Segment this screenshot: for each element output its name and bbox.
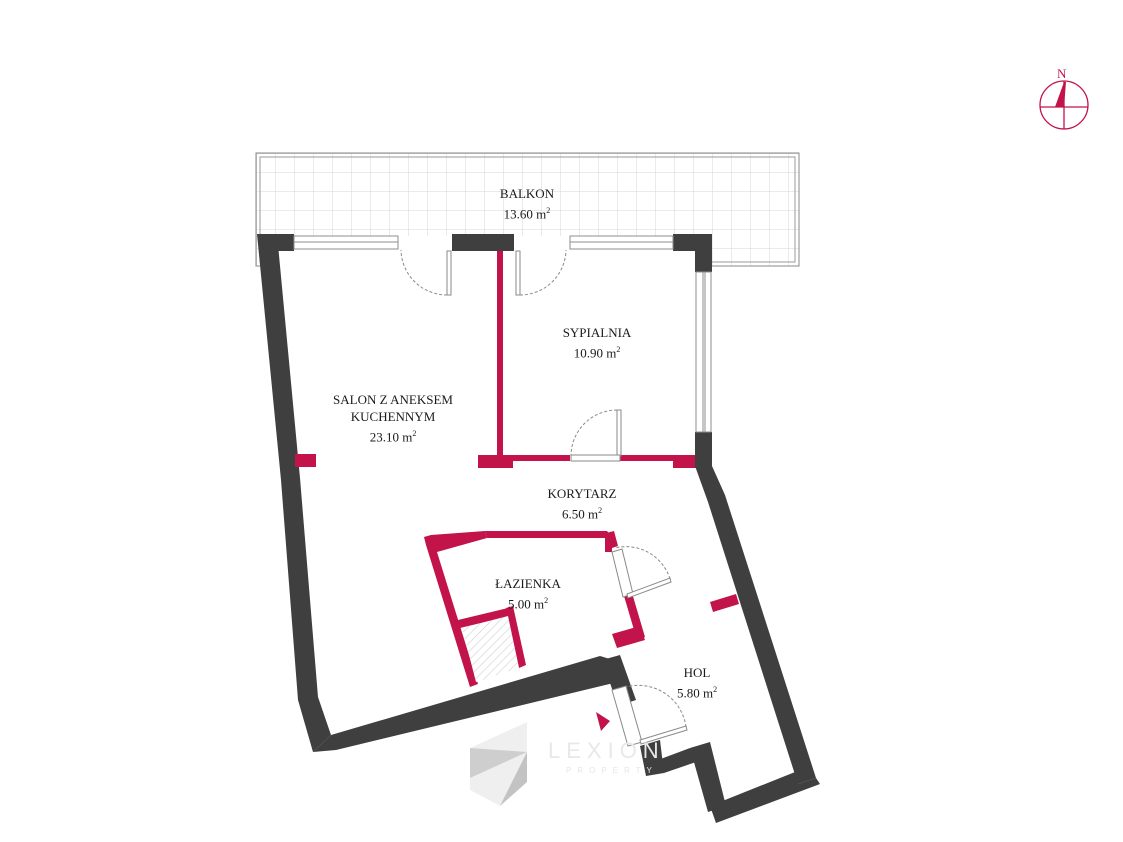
room-area: 23.10 m2	[369, 429, 417, 445]
floor-area	[265, 236, 788, 806]
interior-walls	[295, 251, 739, 687]
room-label-sypialnia: SYPIALNIA 10.90 m2	[563, 324, 632, 361]
entrance-arrow-icon	[596, 712, 610, 731]
room-label-lazienka: ŁAZIENKA 5.00 m2	[495, 575, 561, 612]
room-name: HOL	[683, 665, 711, 680]
doors	[400, 249, 688, 747]
room-label-balkon: BALKON 13.60 m2	[500, 185, 554, 222]
room-area: 5.80 m2	[676, 685, 718, 701]
room-area: 6.50 m2	[561, 506, 603, 522]
north-arrow-icon	[1039, 80, 1089, 130]
watermark-logo	[470, 722, 527, 806]
room-name: BALKON	[499, 186, 555, 201]
watermark-sub: PROPERTY	[566, 766, 658, 775]
room-name: KORYTARZ	[547, 486, 617, 501]
room-label-salon: SALON Z ANEKSEM KUCHENNYM 23.10 m2	[333, 391, 453, 445]
shower-tray	[462, 616, 519, 682]
room-name-line1: SALON Z ANEKSEM	[333, 392, 453, 407]
watermark-brand: LEXION	[548, 738, 665, 763]
compass-north-label: N	[1057, 66, 1067, 81]
room-name: SYPIALNIA	[562, 325, 632, 340]
room-label-korytarz: KORYTARZ 6.50 m2	[547, 485, 616, 522]
windows	[293, 235, 712, 433]
room-area: 5.00 m2	[507, 596, 549, 612]
room-area: 10.90 m2	[573, 345, 621, 361]
room-name: ŁAZIENKA	[495, 576, 561, 591]
room-name-line2: KUCHENNYM	[350, 409, 436, 424]
room-label-hol: HOL 5.80 m2	[677, 664, 717, 701]
room-area: 13.60 m2	[503, 206, 551, 222]
